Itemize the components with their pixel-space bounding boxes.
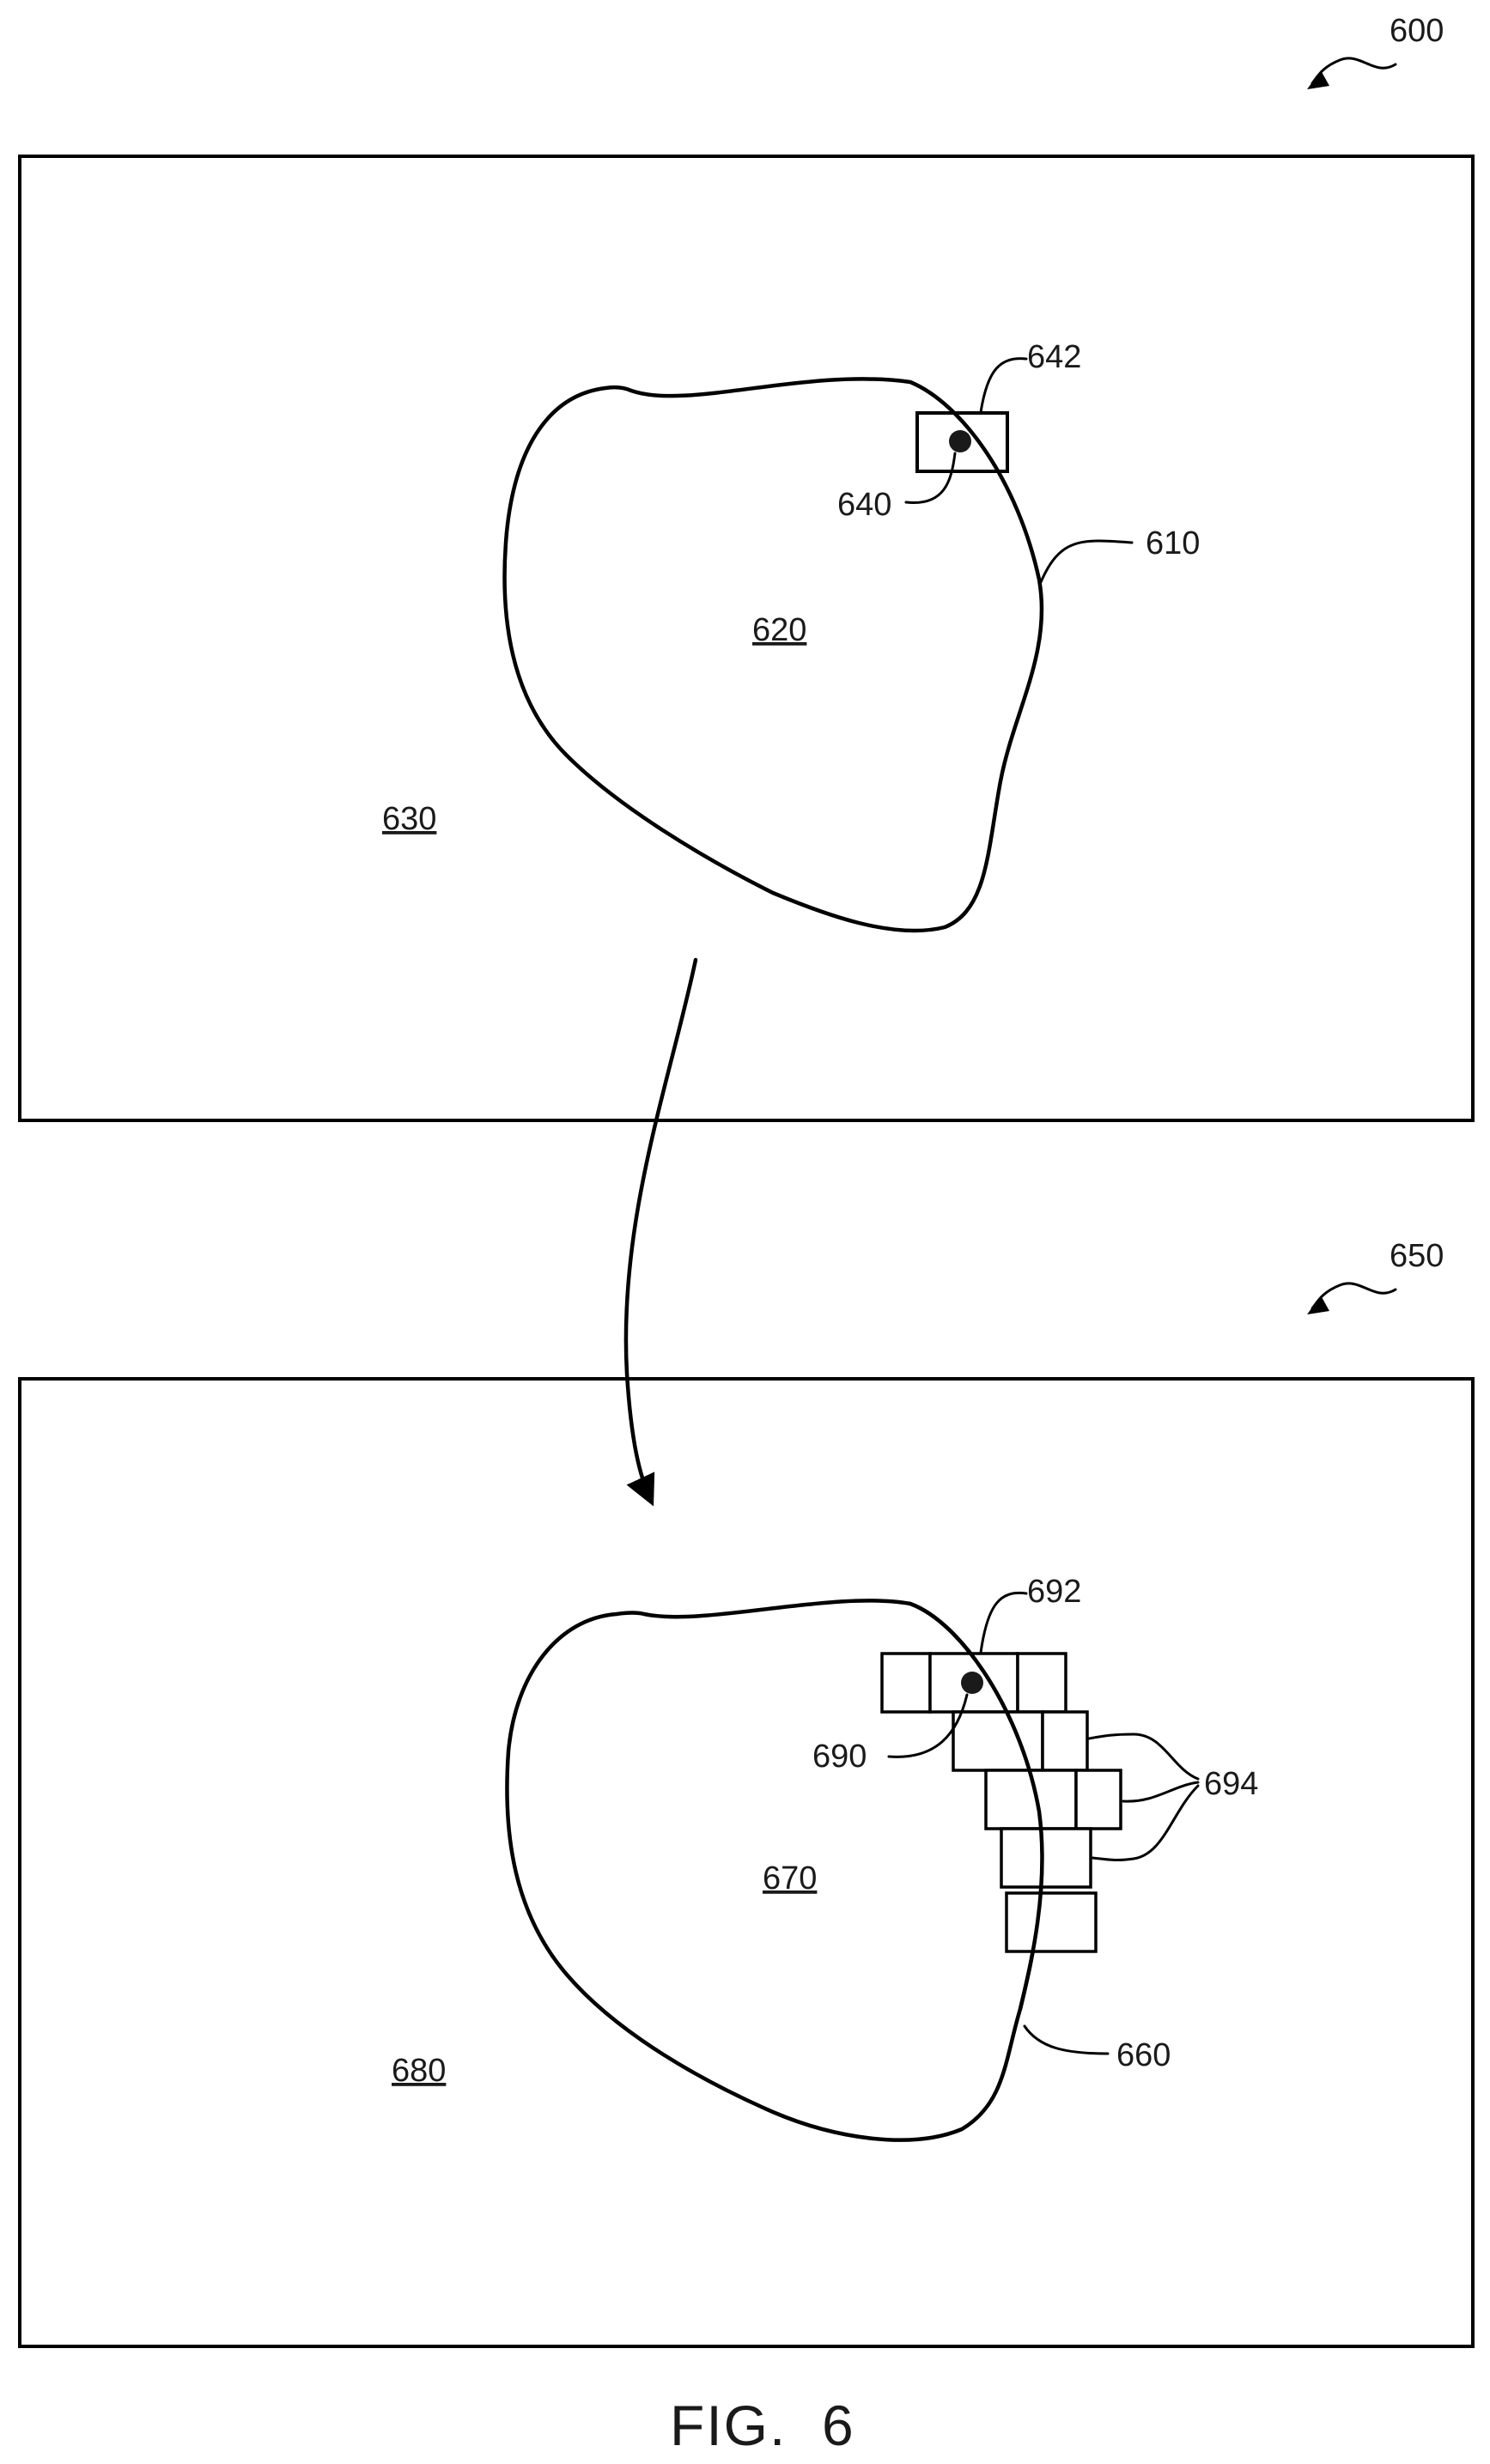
figure-caption: FIG. 6 xyxy=(670,2394,855,2457)
grid-cell xyxy=(1076,1770,1121,1829)
top-boundary-leader xyxy=(1041,541,1132,582)
top-point-dot xyxy=(949,430,971,452)
grid-cell xyxy=(953,1712,1043,1770)
bottom-boundary-leader xyxy=(1025,2026,1108,2054)
top-panel-frame xyxy=(20,156,1473,1120)
bottom-window-leader xyxy=(981,1593,1026,1653)
grid-cell xyxy=(882,1654,930,1712)
grid-cell xyxy=(1043,1712,1087,1770)
transition-arrow xyxy=(626,960,696,1501)
bottom-panel: 650 692 690 xyxy=(20,1238,1473,2346)
bottom-panel-ref-label: 650 xyxy=(1390,1238,1444,1274)
grid-cell xyxy=(1018,1654,1066,1712)
bottom-panel-ref-arrowhead xyxy=(1307,1296,1329,1314)
grid-cell xyxy=(1001,1829,1091,1887)
top-boundary-curve xyxy=(505,379,1042,931)
bottom-point-dot xyxy=(961,1672,983,1694)
top-panel-ref-label: 600 xyxy=(1390,13,1444,49)
top-panel-ref-arrowhead xyxy=(1307,70,1329,89)
bottom-point-label: 690 xyxy=(812,1739,867,1775)
top-point-leader xyxy=(906,453,955,503)
bottom-boundary-label: 660 xyxy=(1116,2037,1171,2073)
bottom-window-label: 692 xyxy=(1027,1574,1081,1610)
bottom-inside-label: 670 xyxy=(763,1860,817,1897)
bottom-panel-frame xyxy=(20,1379,1473,2346)
top-panel: 600 642 640 610 620 630 xyxy=(20,13,1473,1120)
top-window-label: 642 xyxy=(1027,339,1081,375)
grid-cell xyxy=(1007,1893,1096,1951)
top-point-label: 640 xyxy=(837,487,891,523)
top-window-leader xyxy=(981,359,1026,412)
top-boundary-label: 610 xyxy=(1146,525,1200,561)
bottom-outside-label: 680 xyxy=(392,2053,446,2089)
top-outside-label: 630 xyxy=(382,801,436,837)
bottom-neighbors-label: 694 xyxy=(1204,1766,1258,1802)
top-inside-label: 620 xyxy=(752,612,806,648)
